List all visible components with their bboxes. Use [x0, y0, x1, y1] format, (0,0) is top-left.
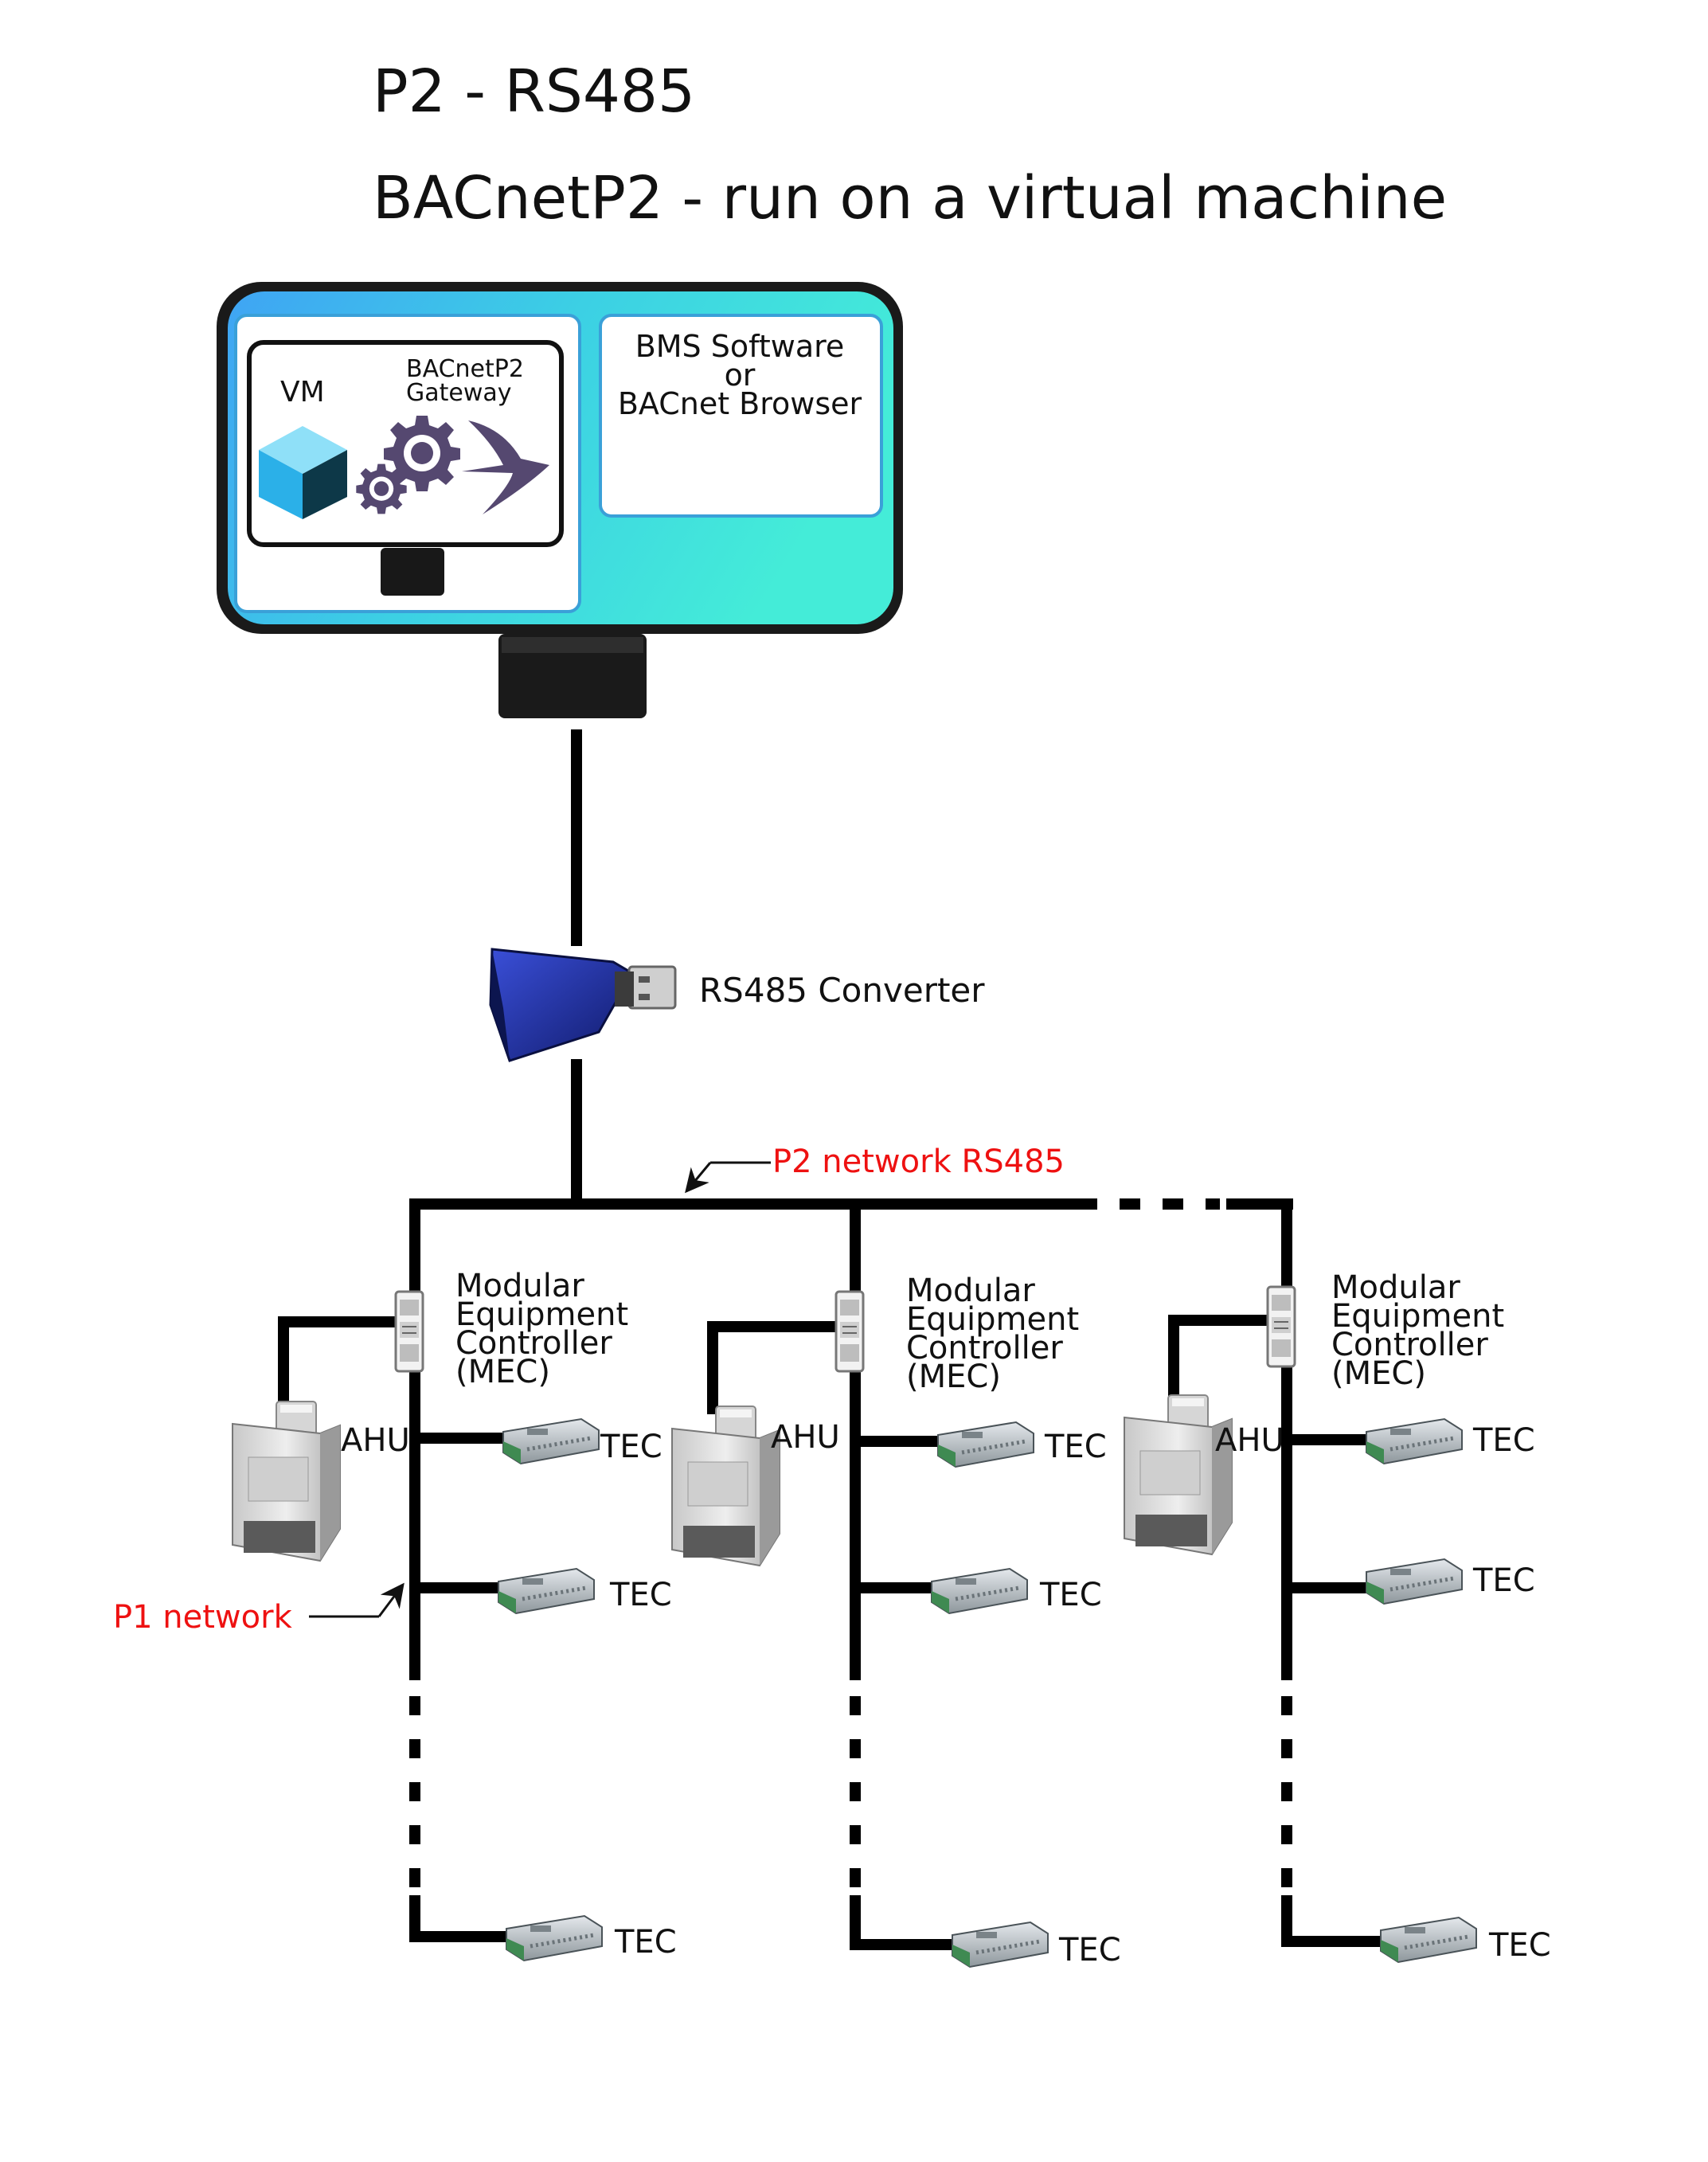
mec-module [1266, 1285, 1296, 1368]
tec-unit [498, 1569, 594, 1613]
tec-unit [1381, 1918, 1476, 1962]
usb-plug-icon [615, 965, 677, 1010]
bms-label-line2: or [725, 358, 756, 393]
ahu-label: AHU [1215, 1422, 1284, 1459]
tec-unit [952, 1922, 1048, 1967]
mec-label-line4: (MEC) [455, 1354, 550, 1390]
mec-label-line1: Modular [906, 1273, 1035, 1309]
tec-unit [1366, 1419, 1462, 1464]
mec-label-line2: Equipment [455, 1296, 628, 1333]
title-line-2: BACnetP2 - run on a virtual machine [373, 164, 1448, 233]
vm-label: VM [280, 376, 325, 409]
mec-module [394, 1290, 424, 1373]
tec-label: TEC [1044, 1429, 1107, 1465]
branch-1 [278, 1201, 510, 1942]
branch-2 [707, 1201, 956, 1950]
mec-label-line1: Modular [455, 1268, 584, 1304]
tec-unit [1366, 1559, 1462, 1604]
tec-label: TEC [1472, 1562, 1535, 1599]
ahu-unit [232, 1401, 341, 1562]
p2-network-arrow [685, 1161, 771, 1194]
tec-unit [932, 1569, 1027, 1613]
p1-network-label: P1 network [113, 1599, 293, 1636]
tec-unit [506, 1916, 602, 1961]
vm-cube-icon [259, 426, 347, 519]
tec-label: TEC [1039, 1577, 1102, 1613]
mec-label-line3: Controller [1331, 1327, 1488, 1363]
mec-module [834, 1290, 865, 1373]
tec-label: TEC [1472, 1422, 1535, 1459]
mec-label-line3: Controller [906, 1330, 1063, 1366]
ahu-unit [1124, 1394, 1233, 1555]
title-line-1: P2 - RS485 [373, 57, 696, 126]
tec-unit [503, 1419, 599, 1464]
mec-label-line1: Modular [1331, 1269, 1460, 1306]
p2-network-label: P2 network RS485 [772, 1144, 1065, 1180]
ahu-label: AHU [341, 1422, 410, 1459]
mec-label-line4: (MEC) [1331, 1355, 1426, 1392]
bms-label-line3: BACnet Browser [618, 386, 862, 421]
gateway-label-line2: Gateway [406, 379, 512, 407]
tec-label: TEC [600, 1429, 662, 1465]
rs485-converter [489, 948, 677, 1062]
tec-unit [938, 1422, 1034, 1467]
tec-label: TEC [614, 1924, 677, 1961]
mec-label-line3: Controller [455, 1325, 612, 1362]
branch-3 [1168, 1201, 1386, 1947]
swallow-icon [462, 420, 549, 514]
mec-label-line2: Equipment [906, 1301, 1079, 1338]
tec-label: TEC [1058, 1932, 1121, 1968]
tec-label: TEC [1488, 1927, 1551, 1964]
ahu-label: AHU [771, 1419, 840, 1456]
tec-label: TEC [609, 1577, 672, 1613]
bms-label-line1: BMS Software [635, 329, 845, 364]
gear-icon-small [356, 463, 407, 514]
gateway-label-line1: BACnetP2 [406, 355, 524, 383]
p1-network-arrow [309, 1582, 405, 1618]
mec-label-line2: Equipment [1331, 1298, 1504, 1335]
converter-label: RS485 Converter [699, 971, 985, 1010]
ahu-unit [671, 1405, 780, 1566]
mec-label-line4: (MEC) [906, 1359, 1001, 1395]
